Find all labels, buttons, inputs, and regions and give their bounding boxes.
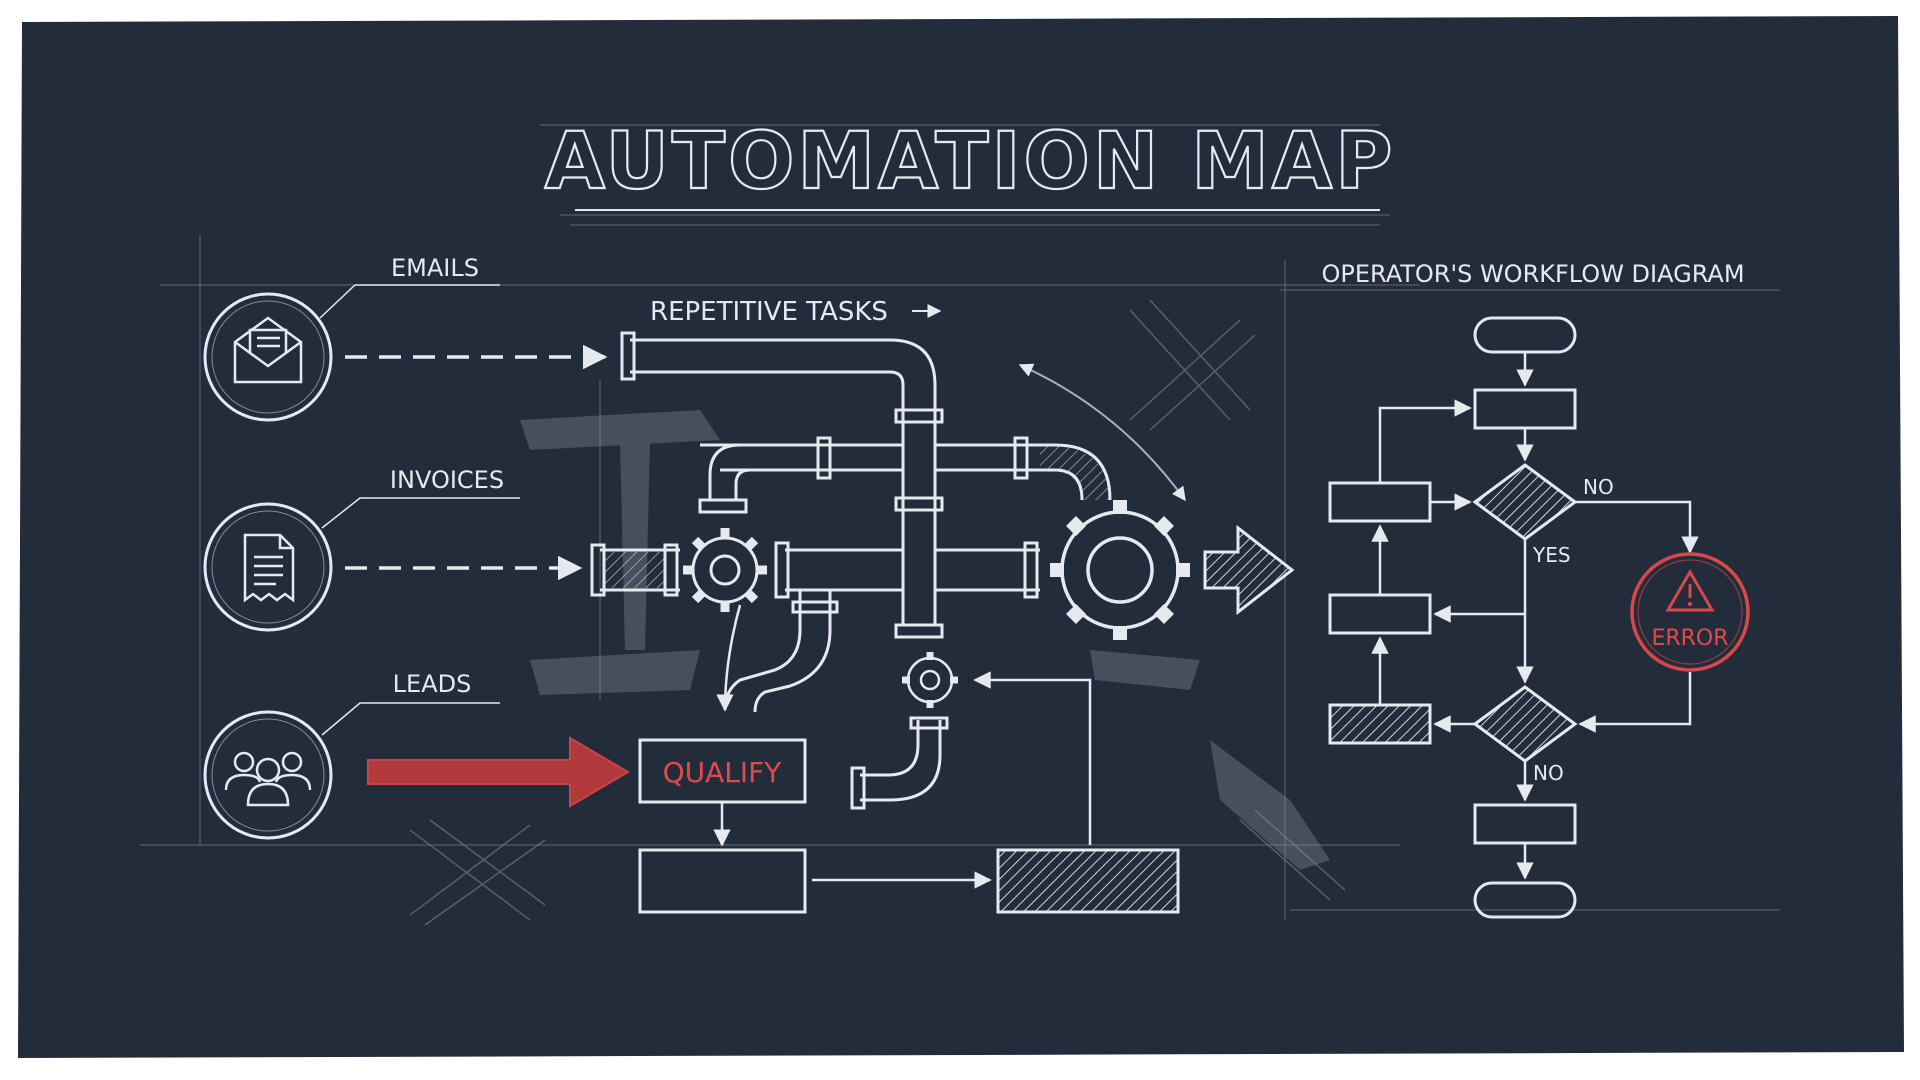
leads-arrow xyxy=(367,736,630,808)
label-leads: LEADS xyxy=(393,670,472,698)
error-label: ERROR xyxy=(1651,626,1728,651)
gear-icon xyxy=(683,528,767,612)
envelope-icon xyxy=(233,316,303,384)
people-icon xyxy=(224,751,312,807)
wf-label-no-bottom: NO xyxy=(1533,761,1564,785)
pipe-hatch-left xyxy=(604,552,666,588)
workflow-diagram xyxy=(1328,316,1699,919)
chalk-smudges xyxy=(520,410,1330,870)
wf-label-no-top: NO xyxy=(1583,475,1614,499)
label-invoices: INVOICES xyxy=(390,466,504,494)
gear-icon xyxy=(1050,500,1190,640)
workflow-title: OPERATOR'S WORKFLOW DIAGRAM xyxy=(1321,260,1744,288)
label-emails: EMAILS xyxy=(391,254,479,282)
wf-label-yes: YES xyxy=(1532,543,1571,567)
process-box-bottom-left xyxy=(638,848,807,914)
sketch-curve-arrow xyxy=(1018,363,1186,502)
input-invoices: INVOICES xyxy=(203,466,520,632)
error-node: ERROR xyxy=(1630,552,1750,672)
output-arrow xyxy=(1203,524,1295,616)
wf-end-terminal xyxy=(1473,881,1577,919)
qualify-feed-arrow xyxy=(716,604,742,712)
process-box-hatched xyxy=(996,848,1180,914)
chalkboard xyxy=(18,16,1904,1058)
gear-icon xyxy=(902,652,958,708)
wf-left-box-3 xyxy=(1328,703,1432,745)
input-arrows xyxy=(345,344,608,581)
document-icon xyxy=(243,533,295,603)
warning-icon xyxy=(1665,569,1715,612)
input-emails: EMAILS xyxy=(203,254,500,422)
feedback-line xyxy=(973,671,1092,845)
construction-lines xyxy=(140,124,1780,920)
page-title: AUTOMATION MAP xyxy=(545,117,1396,207)
input-leads: LEADS xyxy=(203,670,500,840)
label-repetitive-tasks: REPETITIVE TASKS xyxy=(650,297,888,327)
qualify-label: QUALIFY xyxy=(663,756,783,789)
